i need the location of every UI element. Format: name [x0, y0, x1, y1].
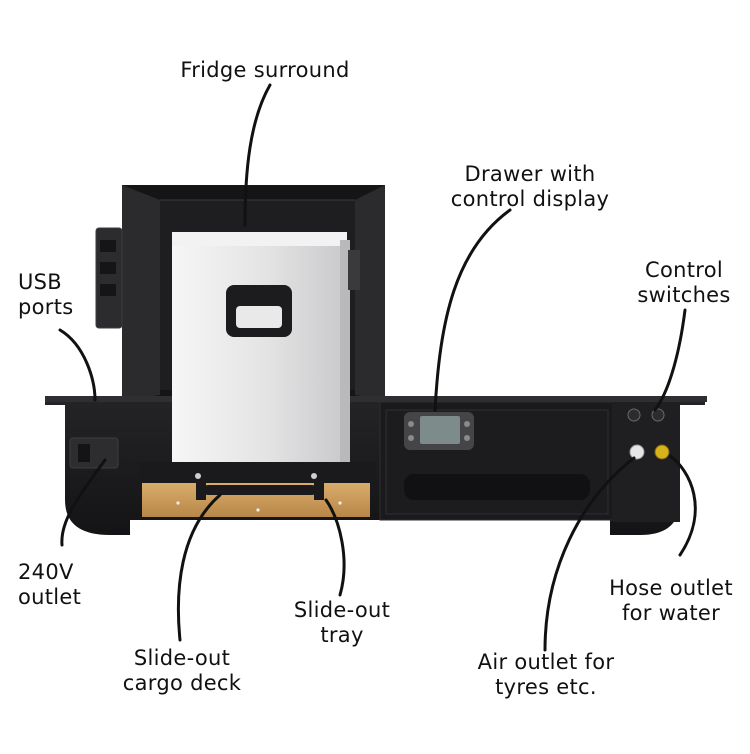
label-240v-outlet: 240V outlet: [18, 560, 108, 610]
label-slide-out-tray: Slide-out tray: [282, 598, 402, 648]
drawer: [386, 410, 608, 514]
fridge: [172, 232, 360, 470]
usb-port-panel: [96, 228, 122, 328]
label-air-outlet: Air outlet for tyres etc.: [458, 650, 634, 700]
hose-outlet: [655, 445, 669, 459]
label-hose-outlet: Hose outlet for water: [598, 576, 744, 626]
label-slide-out-cargo-deck: Slide-out cargo deck: [112, 646, 252, 696]
slide-out-tray: [140, 462, 376, 484]
label-usb-ports: USB ports: [18, 270, 98, 320]
slide-out-cargo-deck: [142, 480, 370, 517]
label-fridge-surround: Fridge surround: [175, 58, 355, 83]
label-drawer-with-control-display: Drawer with control display: [440, 162, 620, 212]
240v-outlet: [70, 438, 118, 468]
control-display-screen: [420, 416, 460, 444]
air-outlet: [630, 445, 644, 459]
label-control-switches: Control switches: [624, 258, 744, 308]
